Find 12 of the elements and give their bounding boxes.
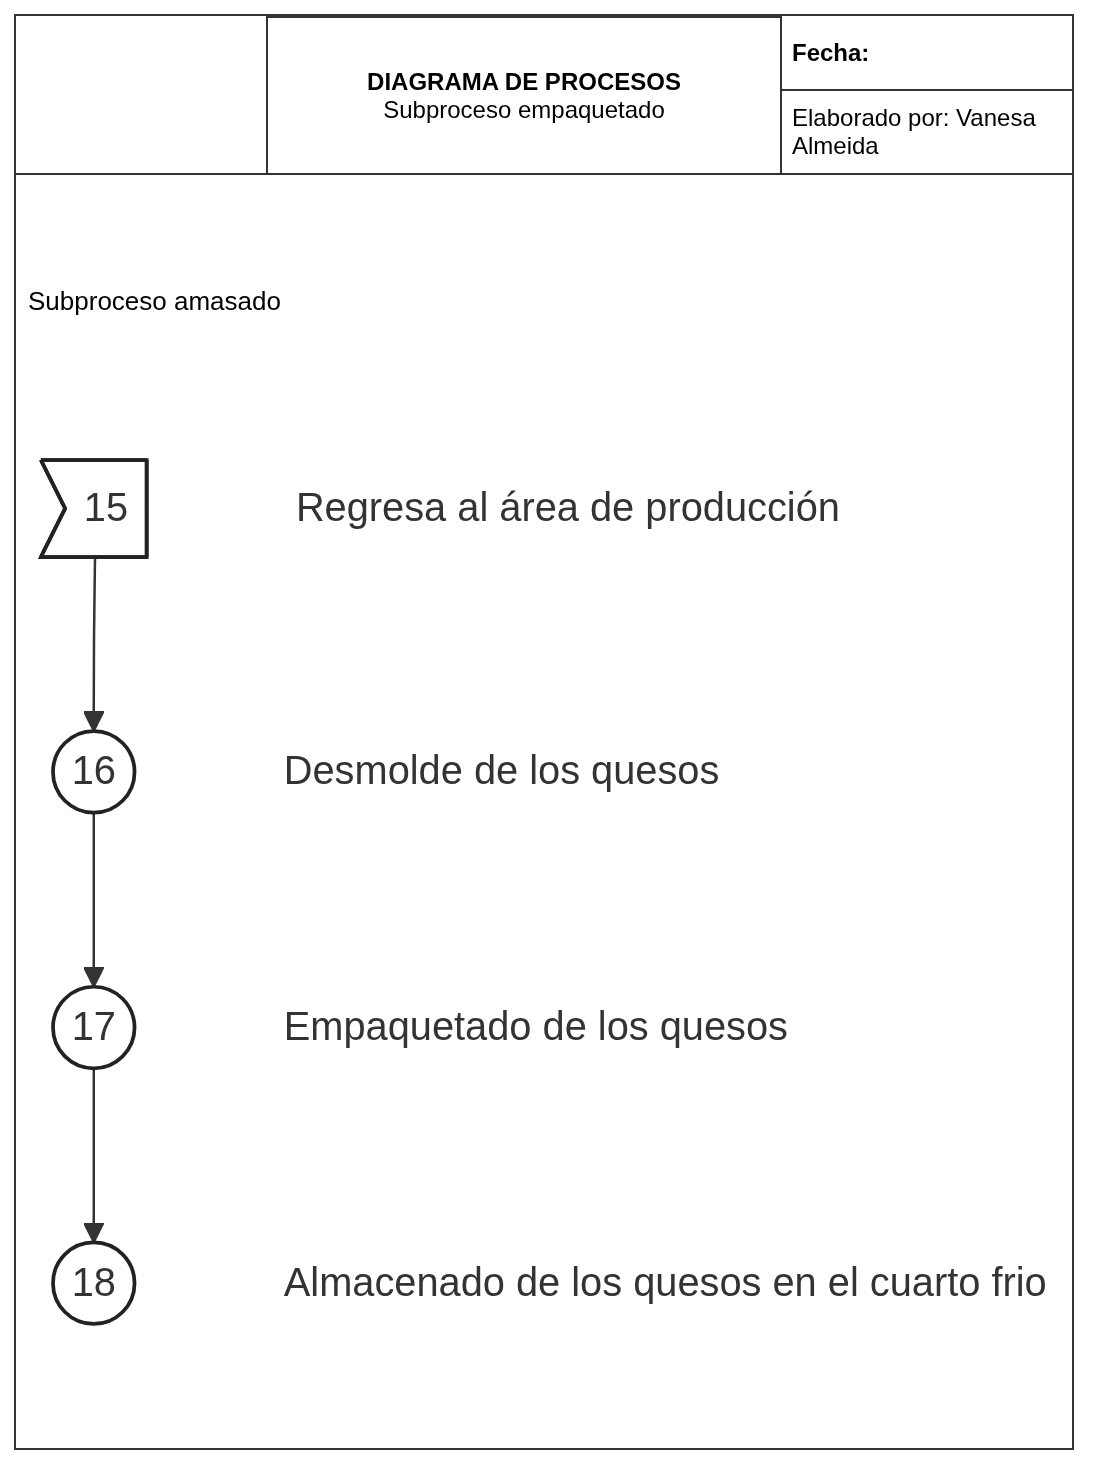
step-description: Desmolde de los quesos xyxy=(283,748,720,793)
step-description: Empaquetado de los quesos xyxy=(283,1003,789,1048)
author-label: Elaborado por: Vanesa Almeida xyxy=(792,104,1036,159)
step-description: Almacenado de los quesos en el cuarto frio xyxy=(283,1259,1047,1304)
title: DIAGRAMA DE PROCESOS xyxy=(366,67,682,96)
date-label: Fecha: xyxy=(792,39,870,66)
node-circle: 18 xyxy=(51,1240,137,1326)
section-label: Subproceso amasado xyxy=(28,286,281,317)
node-circle: 16 xyxy=(51,729,137,815)
step-description: Regresa al área de producción xyxy=(295,484,840,529)
node-circle: 17 xyxy=(51,984,137,1071)
subtitle: Subproceso empaquetado xyxy=(382,95,666,124)
